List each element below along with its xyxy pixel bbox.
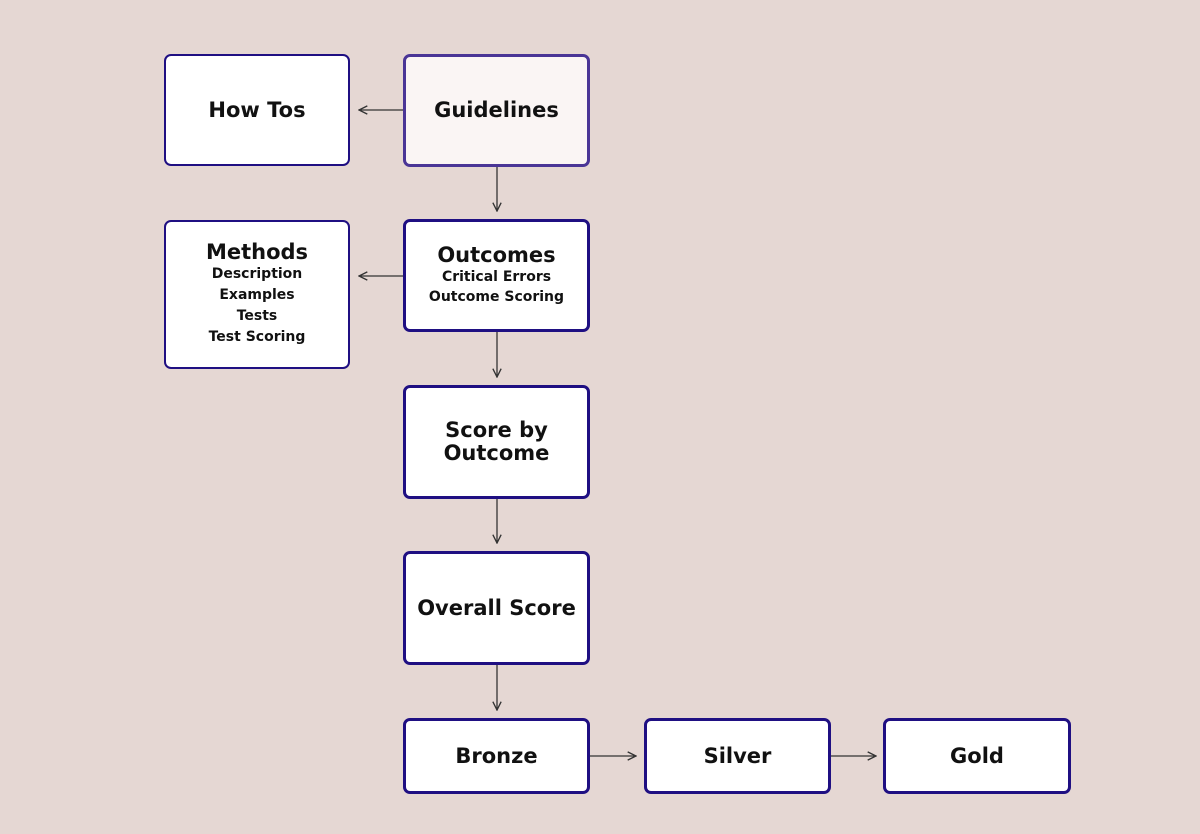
node-bronze-title: Bronze [455, 743, 538, 768]
node-outcomes-item: Critical Errors [441, 268, 552, 285]
node-score-by-outcome: Score by Outcome [403, 385, 590, 499]
node-guidelines: Guidelines [403, 54, 590, 167]
node-overall-score-title: Overall Score [417, 595, 576, 620]
node-outcomes-title: Outcomes [437, 242, 556, 267]
node-methods-item: Test Scoring [208, 328, 306, 345]
node-outcomes: Outcomes Critical Errors Outcome Scoring [403, 219, 590, 332]
node-howtos-title: How Tos [208, 97, 306, 122]
node-methods-item: Description [211, 265, 303, 282]
node-silver: Silver [644, 718, 831, 794]
node-methods-item: Tests [236, 307, 278, 324]
node-gold-title: Gold [950, 743, 1004, 768]
node-guidelines-title: Guidelines [434, 98, 559, 123]
node-bronze: Bronze [403, 718, 590, 794]
node-outcomes-item: Outcome Scoring [428, 288, 565, 305]
node-silver-title: Silver [703, 743, 772, 768]
node-howtos: How Tos [164, 54, 350, 166]
node-overall-score: Overall Score [403, 551, 590, 665]
node-methods-title: Methods [205, 240, 309, 265]
node-gold: Gold [883, 718, 1071, 794]
node-methods-item: Examples [219, 286, 295, 303]
node-score-by-outcome-title: Score by Outcome [443, 418, 550, 465]
node-methods: Methods Description Examples Tests Test … [164, 220, 350, 369]
